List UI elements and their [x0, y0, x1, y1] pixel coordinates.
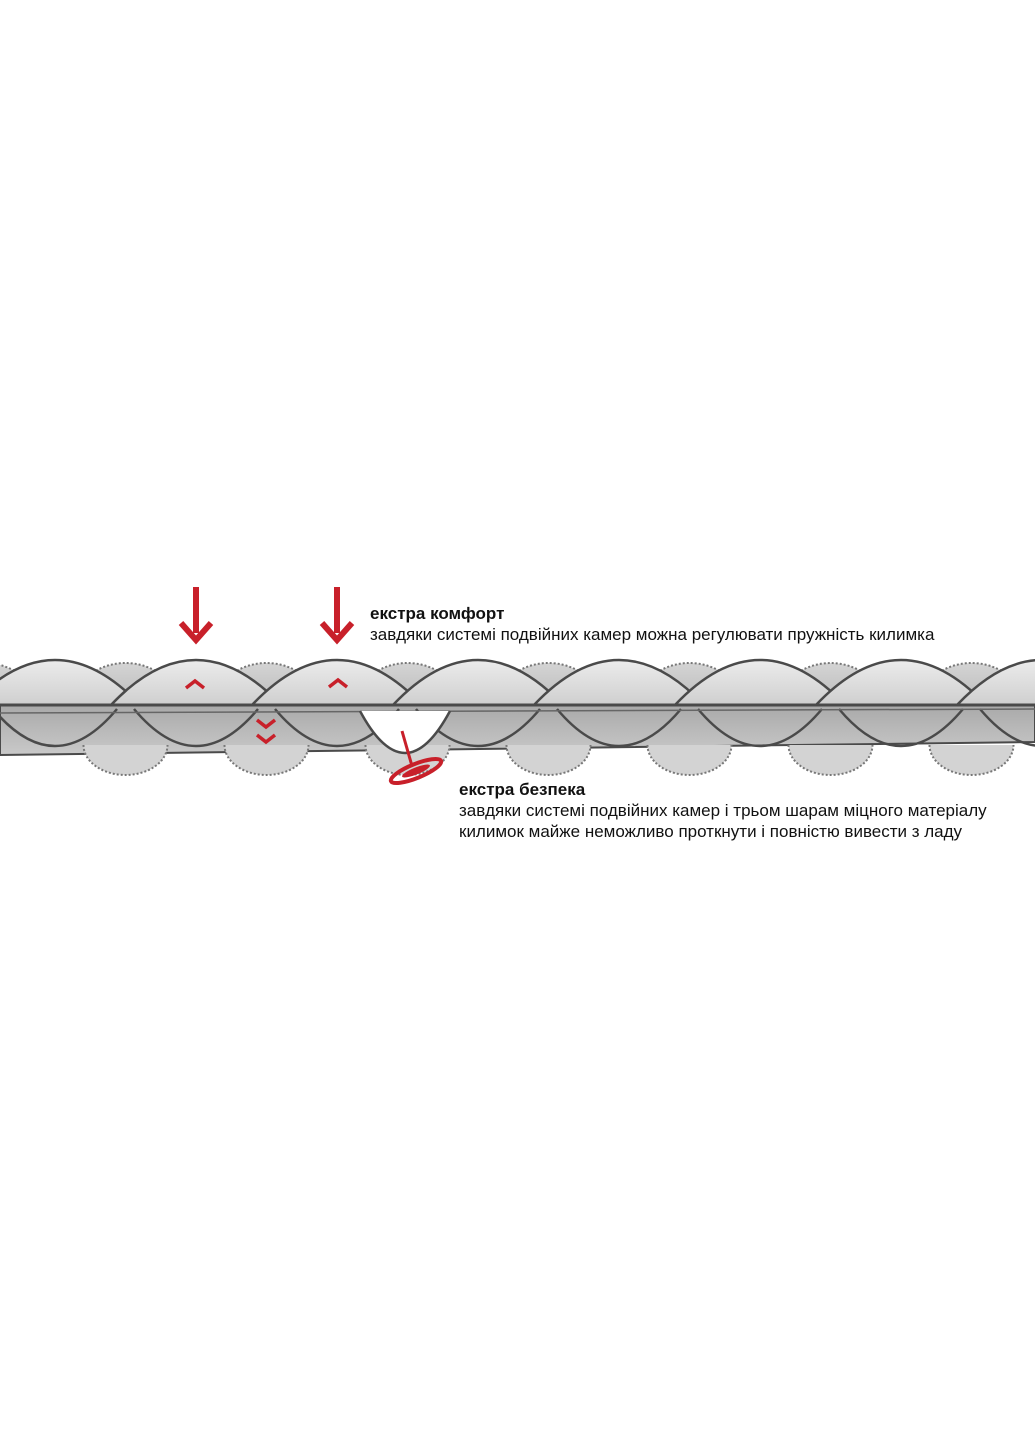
puncture-dent — [358, 710, 452, 755]
thumbtack-icon — [388, 730, 444, 786]
small-bottom-chamber — [223, 744, 310, 776]
mat-layer — [0, 658, 1035, 776]
safety-title: екстра безпека — [459, 780, 586, 799]
safety-description: завдяки системі подвійних камер і трьом … — [459, 801, 987, 841]
middle-seam-lower — [0, 708, 1035, 714]
small-bottom-chamber — [646, 744, 733, 776]
comfort-caption: екстра комфорт завдяки системі подвійних… — [370, 603, 1030, 645]
pressure-arrow-icon — [319, 587, 355, 645]
small-bottom-chamber — [505, 744, 592, 776]
bottom-chamber — [979, 708, 1035, 747]
bottom-chamber — [556, 708, 682, 748]
top-chamber — [954, 659, 1035, 707]
comfort-title: екстра комфорт — [370, 604, 505, 623]
bottom-chamber — [0, 708, 118, 748]
pressure-arrow-icon — [178, 587, 214, 645]
small-bottom-chamber — [787, 744, 874, 776]
bottom-chamber — [133, 708, 259, 748]
chevron-down-icon — [255, 718, 277, 745]
bottom-chamber — [838, 708, 964, 748]
small-bottom-chamber — [928, 744, 1015, 776]
small-bottom-chamber — [82, 744, 169, 776]
comfort-description: завдяки системі подвійних камер можна ре… — [370, 625, 935, 644]
bottom-chamber — [697, 708, 823, 748]
chevron-up-icon — [184, 678, 206, 690]
safety-caption: екстра безпека завдяки системі подвійних… — [459, 779, 1019, 842]
chevron-up-icon — [327, 677, 349, 689]
